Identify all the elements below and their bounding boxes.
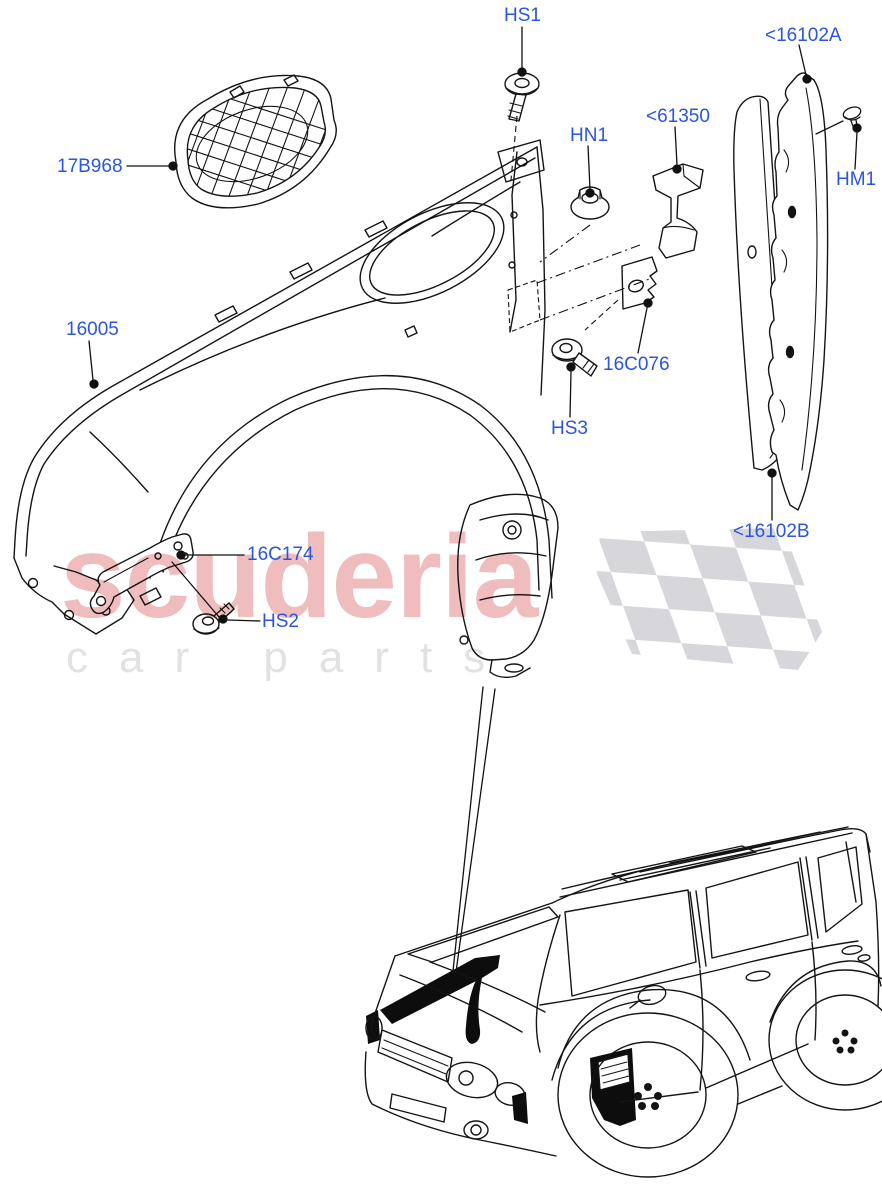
part-label-61350[interactable]: <61350	[646, 106, 710, 127]
part-label-16c174[interactable]: 16C174	[247, 544, 314, 565]
part-label-17b968[interactable]: 17B968	[57, 156, 123, 177]
vehicle-illustration	[365, 827, 882, 1177]
pillar-reinforcement-art	[769, 73, 828, 510]
part-label-hn1[interactable]: HN1	[570, 125, 609, 146]
part-label-hs3[interactable]: HS3	[551, 418, 588, 439]
vehicle-pointer-wedge	[453, 687, 495, 972]
assembly-phantom-lines	[508, 116, 652, 332]
part-label-hm1[interactable]: HM1	[836, 169, 877, 190]
part-label-16102b[interactable]: <16102B	[733, 521, 810, 542]
fender-panel-art	[14, 140, 552, 634]
hs2-screw-art	[193, 603, 234, 634]
hm1-screw-art	[816, 105, 862, 134]
part-label-16102a[interactable]: <16102A	[765, 25, 842, 46]
part-label-hs1[interactable]: HS1	[504, 5, 541, 26]
hs3-screw-art	[552, 339, 597, 376]
part-label-16c076[interactable]: 16C076	[603, 354, 670, 375]
part-label-hs2[interactable]: HS2	[262, 611, 299, 632]
wheelhouse-inner-art	[458, 494, 558, 677]
hs1-screw-art	[505, 73, 539, 121]
leader-lines	[89, 27, 861, 972]
part-label-16005[interactable]: 16005	[66, 319, 119, 340]
bracket-61350-art	[653, 164, 703, 258]
